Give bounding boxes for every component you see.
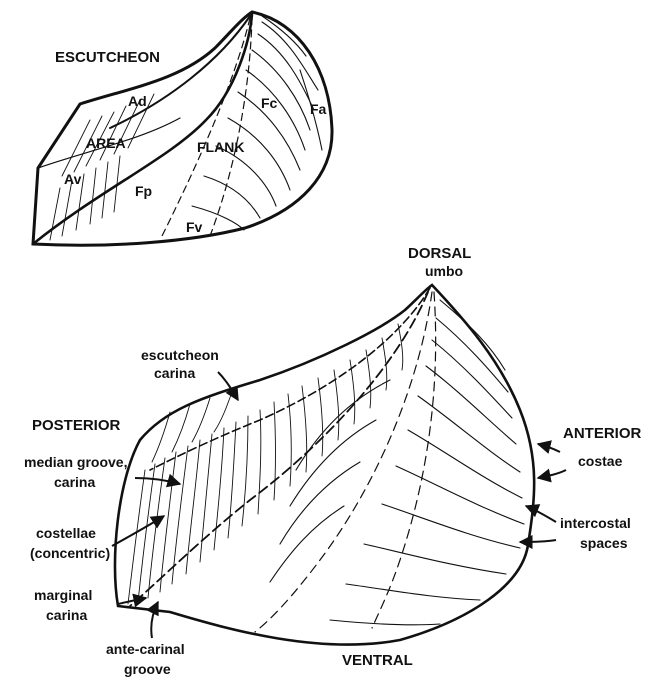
label-intercostal-1: intercostal	[560, 515, 631, 531]
bottom-shell-drawing	[115, 285, 534, 645]
top-area-hatching	[50, 94, 154, 240]
label-marginal-carina-2: carina	[46, 607, 87, 623]
label-anterior: ANTERIOR	[563, 425, 642, 442]
arrow-costae-upper	[538, 444, 560, 452]
label-escutcheon-carina-2: carina	[154, 365, 195, 381]
label-escutcheon: ESCUTCHEON	[55, 49, 160, 66]
label-fv: Fv	[186, 219, 203, 235]
label-costellae-2: (concentric)	[30, 545, 110, 561]
label-ad: Ad	[128, 93, 147, 109]
label-ante-carinal-2: groove	[124, 661, 171, 677]
label-posterior: POSTERIOR	[32, 417, 121, 434]
label-fa: Fa	[310, 101, 327, 117]
label-fp: Fp	[135, 183, 152, 199]
label-dorsal: DORSAL	[408, 245, 471, 262]
label-ante-carinal-1: ante-carinal	[106, 641, 185, 657]
bottom-flank-dashed-lines	[255, 292, 436, 632]
arrow-marginal-carina	[118, 598, 146, 604]
top-flank-dashed-lines	[160, 18, 252, 240]
annotation-arrows	[112, 372, 566, 638]
arrow-ante-carinal	[151, 602, 158, 638]
label-ventral: VENTRAL	[342, 652, 413, 669]
label-median-groove-1: median groove,	[24, 454, 127, 470]
label-costae: costae	[578, 453, 623, 469]
label-fc: Fc	[261, 95, 278, 111]
arrow-costae-lower	[538, 470, 566, 478]
arrow-escutcheon-carina	[218, 372, 238, 400]
bottom-shell-outline	[115, 285, 534, 645]
label-intercostal-2: spaces	[580, 535, 628, 551]
label-av: Av	[64, 171, 82, 187]
arrow-median-groove	[135, 478, 180, 484]
label-median-groove-2: carina	[54, 474, 95, 490]
label-umbo: umbo	[425, 263, 463, 279]
label-escutcheon-carina-1: escutcheon	[141, 347, 219, 363]
label-flank: FLANK	[197, 139, 244, 155]
top-area-lower-line	[38, 104, 80, 168]
arrow-intercostal-lower	[520, 540, 556, 542]
top-shell-drawing	[33, 12, 332, 245]
label-costellae-1: costellae	[36, 525, 96, 541]
label-area: AREA	[86, 135, 126, 151]
label-marginal-carina-1: marginal	[34, 587, 92, 603]
